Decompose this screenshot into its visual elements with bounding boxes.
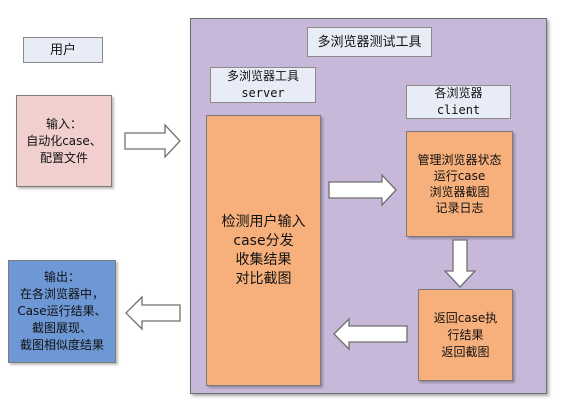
server-label: 多浏览器工具 server [210, 67, 316, 103]
client-box: 管理浏览器状态 运行case 浏览器截图 记录日志 [406, 131, 513, 237]
input-box: 输入： 自动化case、 配置文件 [16, 95, 112, 187]
result-box: 返回case执 行结果 返回截图 [418, 289, 513, 381]
arrow-left-output [125, 295, 181, 331]
server-box: 检测用户输入 case分发 收集结果 对比截图 [206, 115, 321, 386]
container-title: 多浏览器测试工具 [307, 27, 432, 57]
output-box: 输出： 在各浏览器中， Case运行结果、 截图展现、 截图相似度结果 [8, 260, 116, 363]
client-label: 各浏览器 client [406, 85, 511, 119]
user-label: 用户 [23, 37, 103, 63]
arrow-right-input [124, 123, 181, 159]
